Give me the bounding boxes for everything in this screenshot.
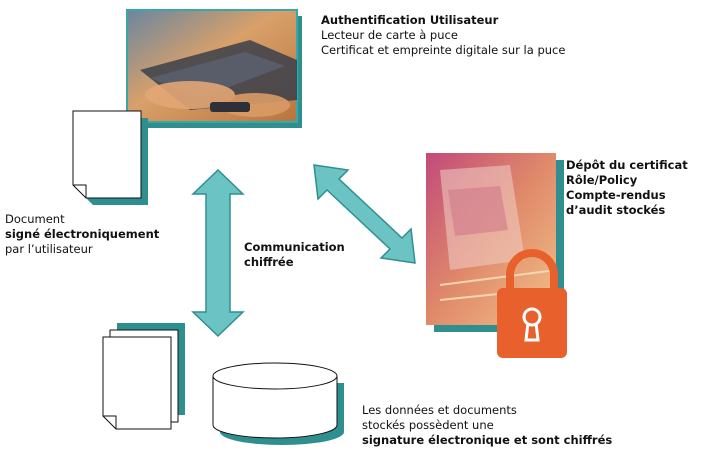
auth-label-group: Authentification Utilisateur Lecteur de … xyxy=(321,13,565,58)
storage-label-group: Les données et documents stockés possède… xyxy=(362,403,612,448)
server-line-4: d’audit stockés xyxy=(566,203,666,217)
auth-line-2: Certificat et empreinte digitale sur la … xyxy=(321,43,566,57)
document-line-2: signé électroniquement xyxy=(5,227,160,241)
auth-photo xyxy=(126,9,302,128)
storage-line-2: stockés possèdent une xyxy=(362,418,494,432)
document-stack-icon xyxy=(102,323,185,430)
server-line-3: Compte-rendus xyxy=(566,188,666,202)
diagonal-double-arrow xyxy=(313,164,416,264)
document-line-1: Document xyxy=(5,212,65,226)
channel-label-group: Communication chiffrée xyxy=(244,240,345,270)
signed-document-icon xyxy=(72,110,148,205)
document-label-group: Document signé électroniquement par l’ut… xyxy=(5,212,159,257)
auth-line-1: Lecteur de carte à puce xyxy=(321,28,458,42)
server-lock-icon xyxy=(426,153,567,358)
vertical-double-arrow xyxy=(191,168,245,338)
storage-line-3: signature électronique et sont chiffrés xyxy=(362,433,613,447)
server-label-group: Dépôt du certificat Rôle/Policy Compte-r… xyxy=(566,158,688,218)
channel-line-1: Communication xyxy=(244,240,345,254)
document-line-3: par l’utilisateur xyxy=(5,242,93,256)
storage-line-1: Les données et documents xyxy=(362,403,517,417)
channel-line-2: chiffrée xyxy=(244,255,294,269)
server-line-1: Dépôt du certificat xyxy=(566,158,688,172)
auth-title: Authentification Utilisateur xyxy=(321,13,499,27)
database-icon xyxy=(212,362,344,445)
server-line-2: Rôle/Policy xyxy=(566,173,638,187)
